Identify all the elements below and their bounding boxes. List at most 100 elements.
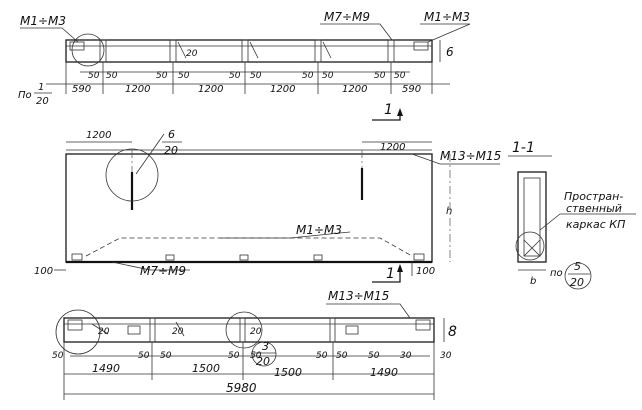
top-off-9: 50 [374, 71, 386, 81]
top-off-6: 50 [250, 71, 262, 81]
top-elevation-view: M1÷M3 M7÷M9 M1÷M3 6 20 По 1 20 590 1200 … [18, 10, 471, 121]
top-ref-num: 1 [38, 82, 44, 93]
section-marker-bottom: 1 [386, 266, 395, 282]
bottom-height-label: 8 [448, 324, 457, 340]
top-dim-2: 1200 [125, 84, 150, 95]
bottom-callout-num: 3 [262, 340, 269, 353]
bottom-off-9: 30 [400, 351, 412, 361]
section-ref-prefix: по [550, 268, 563, 279]
plan-dim-100-right: 100 [416, 266, 435, 277]
section-marker-top: 1 [384, 102, 393, 118]
plan-dim-right: 1200 [380, 142, 405, 153]
top-small-label: 20 [186, 49, 198, 59]
bottom-off-8: 50 [368, 351, 380, 361]
section-callout-circle [515, 231, 545, 261]
top-off-3: 50 [156, 71, 168, 81]
top-diagonal-2 [249, 41, 259, 59]
plan-mark-mid: M1÷M3 [296, 223, 342, 237]
top-callout-circle [71, 33, 105, 67]
bottom-diag-1 [91, 323, 109, 335]
top-off-1: 50 [88, 71, 100, 81]
top-dim-3: 1200 [198, 84, 223, 95]
section-arrow-bottom [372, 268, 401, 283]
plan-callout-num: 6 [168, 128, 175, 141]
top-slab-outline [65, 39, 433, 63]
top-end-block-right [413, 41, 429, 51]
bottom-small-2: 20 [172, 327, 184, 337]
section-inner [523, 177, 541, 257]
bottom-total: 5980 [226, 381, 257, 395]
section-frame-label-3: каркас КП [566, 218, 625, 231]
section-arrow-head-top [397, 108, 403, 116]
bottom-off-7: 50 [336, 351, 348, 361]
bottom-off-6: 50 [316, 351, 328, 361]
bottom-plate-right [345, 325, 359, 335]
plan-dim-left: 1200 [86, 130, 111, 141]
top-diagonal-1 [177, 41, 187, 59]
bottom-off-2: 50 [138, 351, 150, 361]
section-ref-den: 20 [570, 276, 584, 289]
bottom-rib-2 [239, 317, 246, 343]
top-off-5: 50 [229, 71, 241, 81]
section-view: 1-1 Простран- ственный каркас КП b по 5 … [508, 140, 636, 290]
plan-pad-4 [313, 254, 323, 261]
section-ref-num: 5 [574, 260, 581, 273]
bottom-small-1: 20 [98, 327, 110, 337]
bottom-rib-1 [149, 317, 156, 343]
top-end-block-left [69, 41, 85, 51]
top-height-label: 6 [446, 45, 454, 59]
bottom-dim-1: 1490 [92, 362, 120, 375]
top-leader-right [420, 23, 471, 43]
top-dim-1: 590 [72, 84, 91, 95]
plan-inner-dashed [85, 237, 413, 257]
section-frame-leader [539, 213, 636, 231]
plan-pad-3 [239, 254, 249, 261]
bottom-off-3: 50 [160, 351, 172, 361]
plan-leader-mid [220, 231, 351, 239]
section-frame-label-2: ственный [566, 202, 622, 215]
bottom-callout-ref-circle [251, 341, 277, 367]
bottom-rib-3 [329, 317, 336, 343]
plan-callout-circle [105, 148, 159, 202]
plan-side-label: h [446, 206, 452, 217]
top-mark-right: M1÷M3 [424, 10, 470, 24]
top-rib-2 [169, 39, 177, 63]
bottom-end-block-left [67, 319, 83, 331]
section-outline [517, 171, 547, 263]
bottom-off-5: 50 [250, 351, 262, 361]
section-dim-b: b [530, 276, 536, 287]
bottom-end-block-right [415, 319, 431, 331]
top-ref-prefix: По [18, 90, 32, 101]
plan-pad-2 [165, 254, 175, 261]
section-frame-label-1: Простран- [564, 190, 623, 203]
top-off-4: 50 [178, 71, 190, 81]
bottom-leader-mark [326, 303, 411, 319]
top-dim-4: 1200 [270, 84, 295, 95]
bottom-off-10: 30 [440, 351, 452, 361]
plan-callout-leader [135, 133, 165, 175]
top-leader-left [20, 27, 79, 43]
plan-mark-top: M13÷M15 [440, 149, 501, 163]
top-off-7: 50 [302, 71, 314, 81]
top-dim-5: 1200 [342, 84, 367, 95]
top-off-8: 50 [322, 71, 334, 81]
bottom-off-1: 50 [52, 351, 64, 361]
plan-dim-100: 100 [34, 266, 53, 277]
bottom-mark: M13÷M15 [328, 289, 389, 303]
bottom-off-4: 50 [228, 351, 240, 361]
top-dim-6: 590 [402, 84, 421, 95]
plan-mark-bottom: M7÷M9 [140, 264, 186, 278]
top-mark-left: M1÷M3 [20, 14, 66, 28]
plan-callout-den: 20 [164, 144, 178, 157]
top-rib-4 [314, 39, 322, 63]
top-off-2: 50 [106, 71, 118, 81]
top-mark-mid: M7÷M9 [324, 10, 370, 24]
bottom-elevation-view: 20 20 20 M13÷M15 8 3 20 50 50 50 50 50 5… [52, 289, 457, 400]
top-leader-mid [320, 23, 393, 41]
bottom-dim-3: 1500 [274, 366, 302, 379]
bottom-dim-4: 1490 [370, 366, 398, 379]
top-ref-den: 20 [36, 96, 49, 107]
plan-pad-1 [71, 253, 83, 261]
